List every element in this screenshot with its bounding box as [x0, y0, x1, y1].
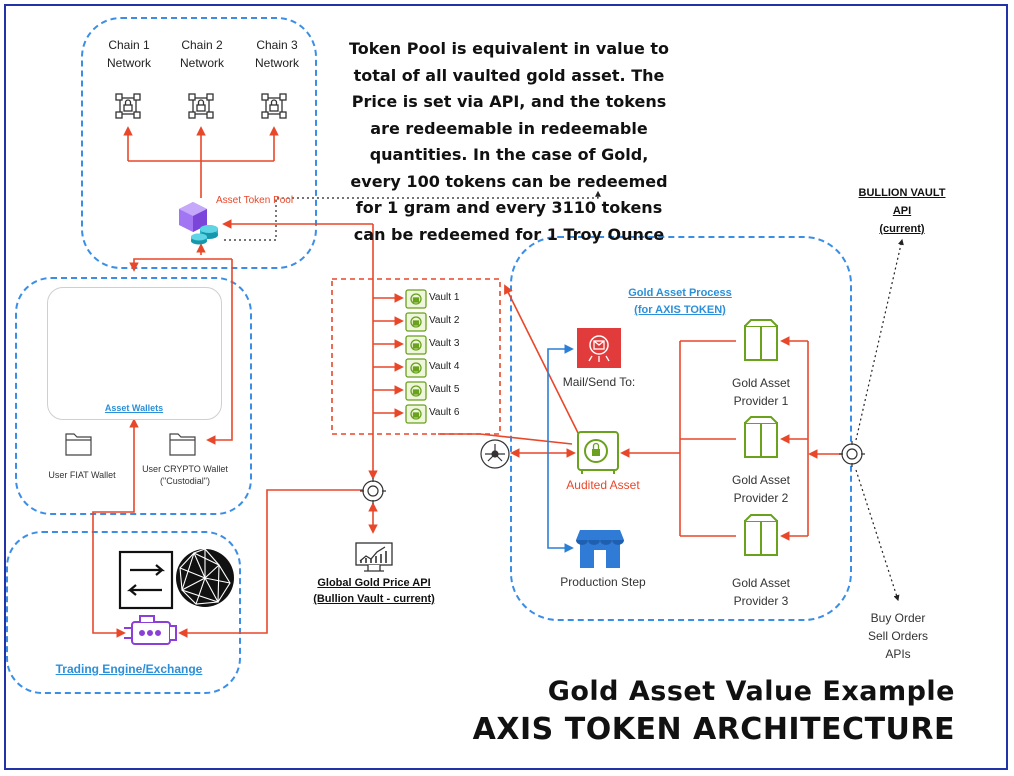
orders-api-line3: APIs — [885, 647, 911, 661]
fiat-wallet-label: User FIAT Wallet — [48, 470, 116, 480]
audited-asset-label: Audited Asset — [566, 478, 640, 492]
asset-wallets-box — [47, 287, 222, 420]
price-chart-monitor-icon — [355, 542, 393, 572]
vault-2-label: Vault 2 — [429, 315, 460, 326]
provider-3-line1: Gold Asset — [731, 576, 791, 590]
provider-3-line2: Provider 3 — [733, 594, 789, 608]
provider-2-line2: Provider 2 — [733, 491, 789, 505]
chain-2-line1: Chain 2 — [181, 38, 223, 52]
vault-1: Vault 1 — [404, 289, 474, 309]
bullion-vault-api-line2: API — [892, 205, 912, 217]
bullion-vault-api-label[interactable]: BULLION VAULT API (current) — [842, 184, 962, 238]
mail-send-icon — [577, 328, 621, 368]
gold-process-title-line2: (for AXIS TOKEN) — [634, 304, 726, 316]
vault-5: Vault 5 — [404, 381, 474, 401]
chain-1-line2: Network — [106, 56, 151, 70]
asset-wallets-label[interactable]: Asset Wallets — [104, 403, 164, 413]
provider-2-icon — [744, 416, 778, 458]
vault-3: Vault 3 — [404, 335, 474, 355]
chain-2-network-icon — [188, 93, 214, 119]
chain-3-network-icon — [261, 93, 287, 119]
asset-token-pool-label: Asset Token Pool — [216, 195, 294, 206]
trading-engine-label[interactable]: Trading Engine/Exchange — [55, 662, 203, 676]
diagram-title-line1: Gold Asset Value Example — [547, 676, 955, 707]
provider-1-icon — [744, 319, 778, 361]
crypto-network-globe-icon — [176, 548, 234, 607]
provider-3-icon — [744, 514, 778, 556]
gold-process-title[interactable]: Gold Asset Process (for AXIS TOKEN) — [600, 285, 760, 319]
chain-1-network-icon — [115, 93, 141, 119]
chain-3-label: Chain 3 Network — [242, 36, 312, 72]
crypto-wallet-label-line1: User CRYPTO Wallet — [142, 464, 228, 474]
vault-3-label: Vault 3 — [429, 338, 460, 349]
vault-1-label: Vault 1 — [429, 292, 460, 303]
provider-1-label: Gold Asset Provider 1 — [712, 374, 810, 410]
vault-4-label: Vault 4 — [429, 361, 460, 372]
global-price-api-line2: (Bullion Vault - current) — [313, 593, 435, 605]
vault-audited-link — [504, 284, 586, 448]
diagram-title-line2: AXIS TOKEN ARCHITECTURE — [472, 712, 955, 747]
bullion-vault-api-line1: BULLION VAULT — [858, 187, 946, 199]
vault-group-box — [331, 278, 501, 435]
api-dotted — [855, 238, 904, 602]
production-store-icon — [576, 530, 624, 568]
orders-api-label: Buy Order Sell Orders APIs — [848, 609, 948, 663]
price-api-gear-icon — [360, 478, 386, 504]
vault-6-label: Vault 6 — [429, 407, 460, 418]
networks-region — [81, 17, 317, 269]
global-price-api-label[interactable]: Global Gold Price API (Bullion Vault - c… — [292, 575, 456, 607]
process-blue-connectors — [547, 344, 574, 553]
provider-2-label: Gold Asset Provider 2 — [712, 471, 810, 507]
global-price-api-line1: Global Gold Price API — [317, 577, 431, 589]
hub-connectors — [438, 433, 576, 458]
bullion-vault-api-line3: (current) — [879, 223, 925, 235]
chain-3-line1: Chain 3 — [256, 38, 298, 52]
chain-2-line2: Network — [179, 56, 224, 70]
fiat-wallet-folder-icon — [65, 433, 92, 456]
vault-6: Vault 6 — [404, 404, 474, 424]
diagram-frame — [4, 4, 1008, 770]
exchange-arrows-icon — [118, 550, 174, 610]
provider-2-line1: Gold Asset — [731, 473, 791, 487]
crypto-wallet-label-line2: ("Custodial") — [160, 476, 210, 486]
api-gear-icon — [839, 441, 865, 467]
chain-1-label: Chain 1 Network — [94, 36, 164, 72]
engine-connectors — [92, 418, 378, 638]
vault-2: Vault 2 — [404, 312, 474, 332]
token-pool-note: Token Pool is equivalent in value to tot… — [348, 39, 670, 244]
provider-connectors — [620, 336, 842, 541]
asset-token-pool-icon — [179, 202, 218, 245]
orders-api-line2: Sell Orders — [867, 629, 929, 643]
network-connectors — [123, 126, 279, 198]
gold-process-title-line1: Gold Asset Process — [628, 287, 732, 299]
vault-4: Vault 4 — [404, 358, 474, 378]
provider-3-label: Gold Asset Provider 3 — [712, 574, 810, 610]
audited-asset-safe-icon — [577, 431, 619, 474]
crypto-wallet-label: User CRYPTO Wallet ("Custodial") — [135, 463, 235, 487]
chain-2-label: Chain 2 Network — [167, 36, 237, 72]
provider-1-line1: Gold Asset — [731, 376, 791, 390]
gold-process-region — [510, 236, 852, 621]
chain-1-line1: Chain 1 — [108, 38, 150, 52]
vault-icons — [405, 289, 427, 424]
vault-5-label: Vault 5 — [429, 384, 460, 395]
mail-send-label: Mail/Send To: — [562, 375, 636, 389]
pool-wallet-connectors — [129, 219, 373, 445]
production-step-label: Production Step — [560, 575, 646, 589]
hub-node-icon — [480, 439, 510, 469]
chain-3-line2: Network — [254, 56, 299, 70]
provider-1-line2: Provider 1 — [733, 394, 789, 408]
vault-bus — [368, 224, 404, 480]
trading-engine-icon — [124, 615, 177, 645]
crypto-wallet-folder-icon — [169, 433, 196, 456]
orders-api-line1: Buy Order — [870, 611, 926, 625]
